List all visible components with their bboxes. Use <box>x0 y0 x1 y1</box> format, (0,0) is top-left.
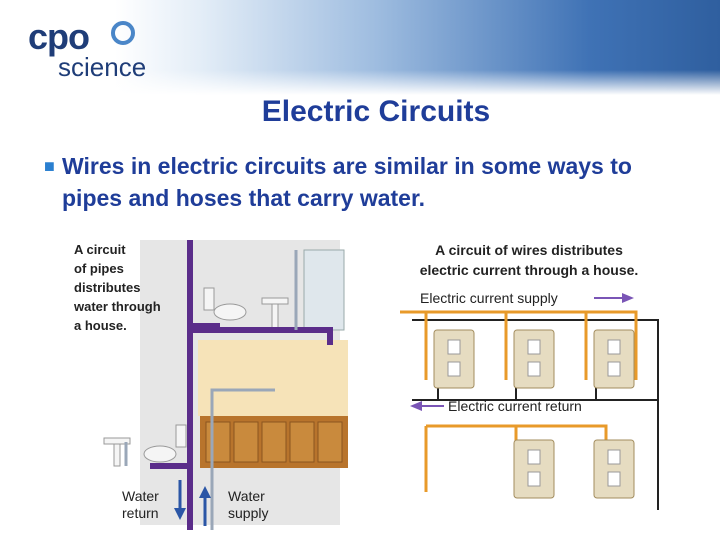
electric-supply-label: Electric current supply <box>420 290 558 306</box>
water-caption-line-3: distributes <box>74 278 161 297</box>
outlet-5 <box>594 440 634 498</box>
outlet-3 <box>594 330 634 388</box>
toilet-upper <box>214 304 246 320</box>
sink-upper <box>262 298 288 304</box>
circuits-figure: A circuit of pipes distributes water thr… <box>60 230 680 530</box>
water-caption: A circuit of pipes distributes water thr… <box>74 240 161 335</box>
water-caption-line-1: A circuit <box>74 240 161 259</box>
bullet-marker: ■ <box>44 150 55 182</box>
outlet-2 <box>514 330 554 388</box>
outlet-1 <box>434 330 474 388</box>
electric-return-label: Electric current return <box>448 398 582 414</box>
shower-stall <box>304 250 344 330</box>
water-supply-line-2: supply <box>228 505 268 522</box>
water-caption-line-2: of pipes <box>74 259 161 278</box>
bullet-text: Wires in electric circuits are similar i… <box>44 150 684 214</box>
electric-caption-line-2: electric current through a house. <box>394 260 664 280</box>
electric-caption-line-1: A circuit of wires distributes <box>394 240 664 260</box>
water-supply-label: Water supply <box>228 488 268 522</box>
water-return-line-1: Water <box>122 488 159 505</box>
bullet-point: ■ Wires in electric circuits are similar… <box>44 150 684 214</box>
water-caption-line-5: a house. <box>74 316 161 335</box>
water-return-label: Water return <box>122 488 159 522</box>
outlet-4 <box>514 440 554 498</box>
slide-title: Electric Circuits <box>0 95 720 129</box>
room-wall <box>198 340 348 416</box>
water-caption-line-4: water through <box>74 297 161 316</box>
water-return-line-2: return <box>122 505 159 522</box>
logo-text-science: science <box>58 52 146 83</box>
logo-circle-icon <box>110 20 136 46</box>
toilet-lower <box>144 446 176 462</box>
electric-caption: A circuit of wires distributes electric … <box>394 240 664 280</box>
water-supply-line-1: Water <box>228 488 268 505</box>
cpo-science-logo: cpo science <box>28 18 158 78</box>
